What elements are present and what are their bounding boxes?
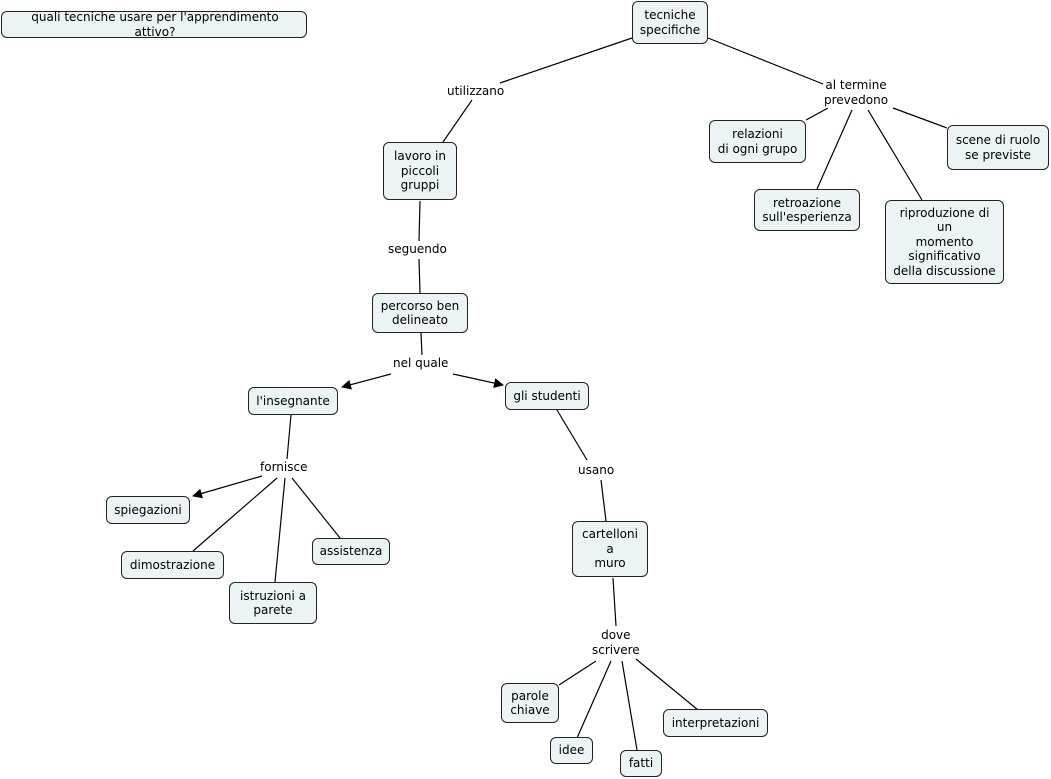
edge-seguendo-percorso [418,258,421,294]
edge-usano-cartelloni [600,479,607,522]
node-l-insegnante[interactable]: l'insegnante [248,387,338,415]
node-gli-studenti[interactable]: gli studenti [505,382,589,410]
edge-fornisce-spiegazioni [192,475,263,499]
edge-dove-idee [576,660,612,739]
node-istruzioni-a-parete[interactable]: istruzioni a parete [229,582,317,624]
node-interpretazioni[interactable]: interpretazioni [663,709,768,737]
edge-altermine-retroazione [816,109,853,190]
edge-altermine-riproduzione [867,109,923,201]
link-seguendo[interactable]: seguendo [387,242,448,257]
link-dove-scrivere[interactable]: dove scrivere [591,628,641,658]
edge-utilizzano-lavoro [442,99,473,143]
edge-studenti-usano [556,409,588,461]
node-retroazione-sull-esperienza[interactable]: retroazione sull'esperienza [754,189,860,231]
node-cartelloni-a-muro[interactable]: cartelloni a muro [572,521,648,577]
edge-fornisce-dimostrazione [192,477,278,552]
node-dimostrazione[interactable]: dimostrazione [121,551,224,579]
focus-question[interactable]: quali tecniche usare per l'apprendimento… [1,10,307,39]
edge-percorso-nelquale [420,332,423,356]
node-scene-di-ruolo[interactable]: scene di ruolo se previste [947,125,1049,170]
link-usano[interactable]: usano [577,463,616,478]
edge-dove-parole [558,660,597,686]
node-fatti[interactable]: fatti [620,750,662,777]
edge-dove-fatti [621,660,638,751]
node-lavoro-in-piccoli-gruppi[interactable]: lavoro in piccoli gruppi [383,142,457,200]
edge-nelquale-insegnante [341,373,392,390]
edge-cartelloni-dove [612,577,617,627]
link-nel-quale[interactable]: nel quale [392,356,450,371]
edge-lavoro-seguendo [418,200,421,242]
edge-tecniche-utilizzano [499,37,633,84]
node-relazioni-di-ogni-grupo[interactable]: relazioni di ogni grupo [709,120,806,163]
edge-fornisce-istruzioni [274,477,286,583]
node-parole-chiave[interactable]: parole chiave [501,683,559,723]
node-idee[interactable]: idee [550,737,593,764]
edge-nelquale-studenti [452,373,504,388]
edge-altermine-relazioni [805,107,829,121]
node-assistenza[interactable]: assistenza [312,538,390,565]
edge-dove-interpretazioni [635,658,699,711]
node-percorso-ben-delineato[interactable]: percorso ben delineato [372,293,468,333]
edge-altermine-scene [892,107,948,129]
link-al-termine-prevedono[interactable]: al termine prevedono [823,78,890,108]
edge-fornisce-assistenza [291,477,341,539]
node-spiegazioni[interactable]: spiegazioni [106,496,190,524]
link-fornisce[interactable]: fornisce [259,460,309,475]
node-tecniche-specifiche[interactable]: tecniche specifiche [632,1,708,44]
link-utilizzano[interactable]: utilizzano [446,84,506,99]
edge-insegnante-fornisce [286,414,292,460]
node-riproduzione-momento[interactable]: riproduzione di un momento significativo… [885,200,1004,284]
edge-tecniche-altermine [707,37,824,85]
